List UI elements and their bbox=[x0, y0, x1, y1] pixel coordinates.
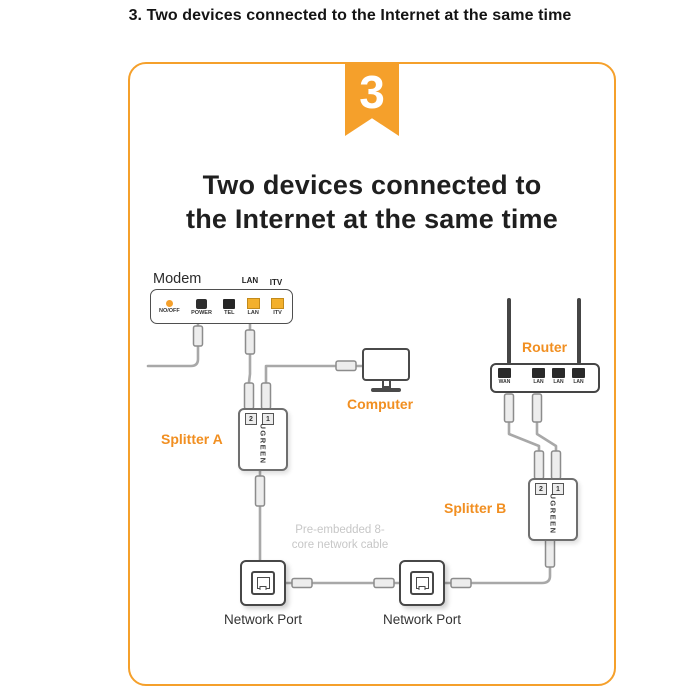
modem-port-group: ITV bbox=[271, 298, 284, 316]
brand-text: UGREEN bbox=[258, 423, 268, 465]
splitter-a-device: 2 1 UGREEN bbox=[238, 408, 288, 471]
cable-modem-to-splitter-a bbox=[243, 322, 256, 413]
router-antenna-icon bbox=[577, 298, 581, 364]
splitter-port-1: 1 bbox=[552, 483, 564, 495]
network-port-1-label: Network Port bbox=[223, 612, 303, 627]
cable-splitter-a-to-wall-port-1 bbox=[254, 468, 266, 563]
router-label: Router bbox=[522, 339, 568, 355]
lan-port-icon bbox=[246, 298, 260, 309]
modem-port-group: TEL bbox=[223, 298, 236, 316]
cable-splitter-a-to-computer bbox=[260, 360, 366, 413]
computer-stand-icon bbox=[382, 381, 391, 388]
splitter-a-ports: 2 1 bbox=[240, 413, 286, 425]
cable-note-line2: core network cable bbox=[291, 539, 389, 551]
cable-wall-port-1-to-wall-port-2 bbox=[284, 577, 401, 589]
splitter-b-label: Splitter B bbox=[444, 500, 507, 516]
wall-network-port-1 bbox=[240, 560, 286, 606]
modem-label: Modem bbox=[153, 271, 202, 287]
card-title-line1: Two devices connected to bbox=[202, 170, 542, 200]
router-port-group: LAN bbox=[552, 368, 565, 385]
network-port-2-label: Network Port bbox=[382, 612, 462, 627]
brand-text: UGREEN bbox=[548, 493, 558, 535]
card-title-line2: the Internet at the same time bbox=[186, 204, 558, 234]
page-heading: 3. Two devices connected to the Internet… bbox=[128, 7, 572, 24]
cable-router-wan-to-splitter-b bbox=[503, 393, 545, 480]
computer-label: Computer bbox=[347, 396, 414, 412]
wan-port-icon bbox=[498, 368, 511, 378]
step-number: 3 bbox=[359, 66, 385, 118]
computer-base-icon bbox=[371, 388, 401, 392]
router-port-group: WAN bbox=[498, 368, 511, 385]
router-device: WAN LAN LAN LAN bbox=[490, 363, 600, 393]
power-led-icon bbox=[165, 300, 173, 307]
splitter-port-2: 2 bbox=[245, 413, 257, 425]
cable-modem-power bbox=[146, 322, 204, 368]
splitter-a-label: Splitter A bbox=[161, 431, 223, 447]
wall-port-faceplate bbox=[251, 571, 275, 595]
lan-port-icon bbox=[532, 368, 545, 378]
router-antenna-icon bbox=[507, 298, 511, 364]
splitter-port-1: 1 bbox=[262, 413, 274, 425]
modem-device: NO/OFF POWER TEL LAN ITV bbox=[150, 289, 293, 324]
modem-lan-top-label: LAN bbox=[241, 276, 259, 285]
computer-monitor-icon bbox=[362, 348, 410, 381]
lan-port-icon bbox=[552, 368, 565, 378]
power-port-icon bbox=[196, 298, 208, 309]
itv-port-icon bbox=[271, 298, 284, 309]
wall-network-port-2 bbox=[399, 560, 445, 606]
card-title: Two devices connected to the Internet at… bbox=[128, 168, 616, 236]
modem-port-group: NO/OFF bbox=[159, 300, 180, 314]
cable-wall-port-2-to-splitter-b bbox=[443, 536, 556, 589]
cable-note: Pre-embedded 8- core network cable bbox=[278, 523, 402, 553]
modem-port-group: POWER bbox=[191, 298, 212, 316]
splitter-b-ports: 2 1 bbox=[530, 483, 576, 495]
tel-port-icon bbox=[223, 298, 236, 309]
splitter-port-2: 2 bbox=[535, 483, 547, 495]
modem-itv-top-label: ITV bbox=[269, 278, 283, 287]
wall-port-faceplate bbox=[410, 571, 434, 595]
rj45-jack-icon bbox=[256, 577, 270, 589]
cable-note-line1: Pre-embedded 8- bbox=[295, 524, 385, 536]
lan-port-icon bbox=[572, 368, 585, 378]
splitter-b-device: 2 1 UGREEN bbox=[528, 478, 578, 541]
cable-router-lan-to-splitter-b bbox=[531, 393, 562, 480]
router-port-group: LAN bbox=[572, 368, 585, 385]
rj45-jack-icon bbox=[415, 577, 429, 589]
modem-port-group: LAN bbox=[246, 298, 260, 316]
router-port-group: LAN bbox=[532, 368, 545, 385]
